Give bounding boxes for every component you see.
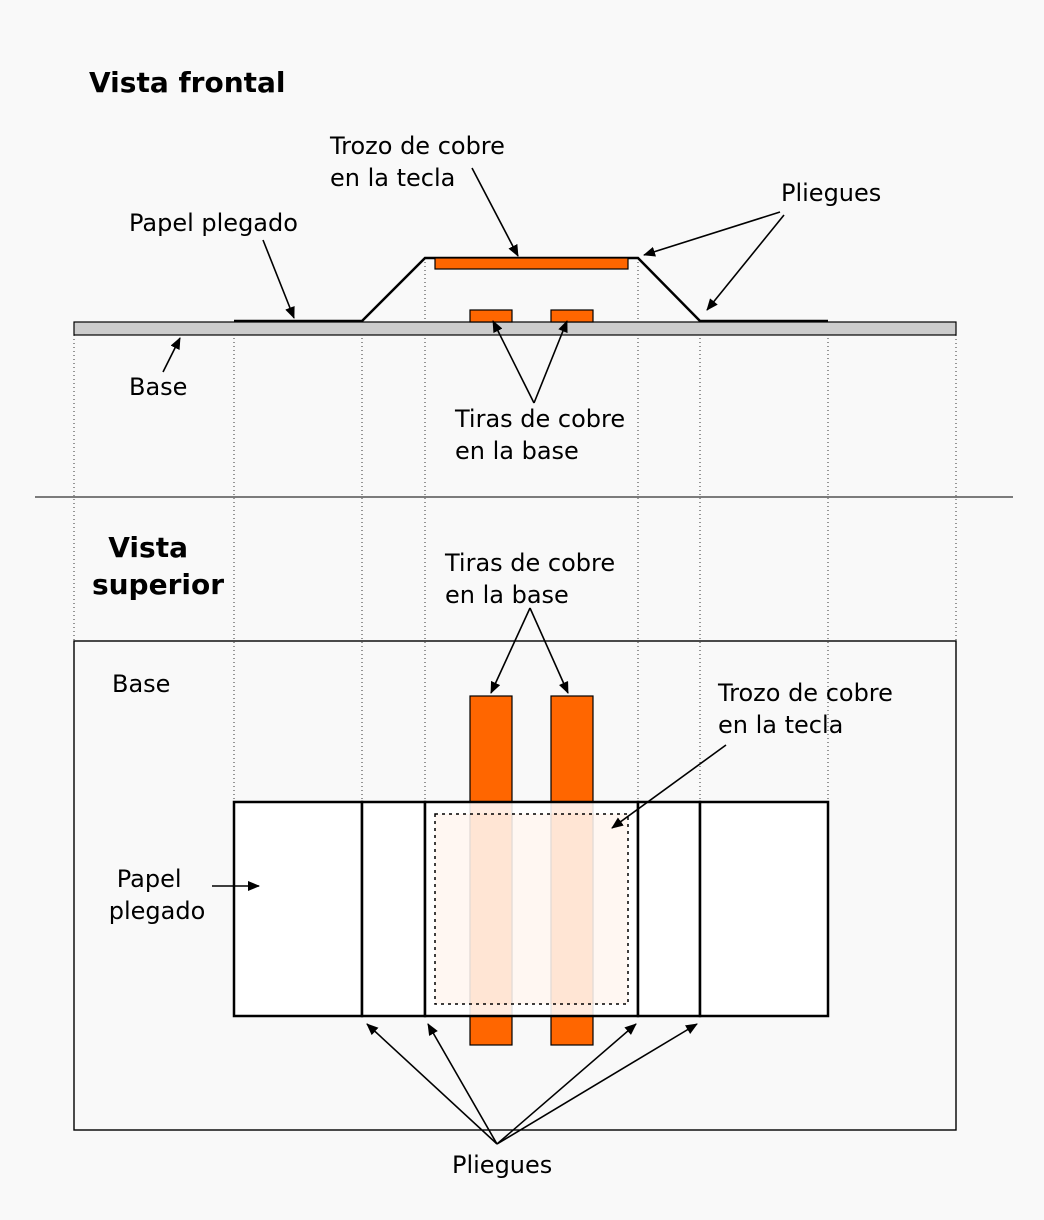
top-strips-arrow-right <box>529 607 569 694</box>
top-folded-paper <box>232 800 830 1018</box>
paper-panel-slope-right <box>636 800 702 1018</box>
top-strips-label: Tiras de cobre en la base <box>444 549 623 609</box>
front-copper-key-label: Trozo de cobre en la tecla <box>329 132 513 192</box>
top-paper-label: Papel plegado <box>109 865 206 925</box>
top-strips-arrow-left <box>490 607 531 694</box>
front-copper-key-label-line2: en la tecla <box>330 164 455 192</box>
top-copper-key-label: Trozo de cobre en la tecla <box>717 679 901 739</box>
front-copper-strip-left <box>469 309 513 323</box>
front-base <box>73 321 957 336</box>
front-view-title: Vista frontal <box>89 66 286 99</box>
front-copper-key-piece <box>434 257 629 270</box>
front-copper-key-label-line1: Trozo de cobre <box>329 132 505 160</box>
top-folds-label: Pliegues <box>452 1151 552 1179</box>
top-copper-key-piece-hidden <box>434 813 629 1005</box>
paper-panel-outer-left <box>232 800 364 1018</box>
front-base-label: Base <box>129 373 187 401</box>
top-strips-label-line2: en la base <box>445 581 569 609</box>
top-view-title: Vista superior <box>92 531 224 601</box>
front-strips-arrow-left <box>492 320 535 404</box>
front-strips-label: Tiras de cobre en la base <box>454 405 633 465</box>
top-copper-key-label-line1: Trozo de cobre <box>717 679 893 707</box>
top-paper-label-line1: Papel <box>117 865 182 893</box>
front-strips-label-line2: en la base <box>455 437 579 465</box>
front-folds-arrow-bottom <box>706 214 785 311</box>
front-base-arrow <box>162 337 181 373</box>
paper-panel-slope-left <box>360 800 427 1018</box>
top-view-title-line2: superior <box>92 568 224 601</box>
top-folds-arrow-3 <box>496 1023 637 1145</box>
top-folds-arrow-1 <box>366 1023 498 1145</box>
paper-panel-outer-right <box>698 800 830 1018</box>
front-strips-label-line1: Tiras de cobre <box>454 405 625 433</box>
top-copper-key-arrow <box>611 744 727 829</box>
paper-panel-center <box>423 800 640 1018</box>
top-strips-label-line1: Tiras de cobre <box>444 549 615 577</box>
front-copper-strip-right <box>550 309 594 323</box>
front-strips-arrow-right <box>533 320 568 404</box>
top-copper-key-label-line2: en la tecla <box>718 711 843 739</box>
top-folds-arrow-4 <box>496 1023 698 1145</box>
top-folds-arrow-2 <box>427 1023 498 1145</box>
front-copper-key-arrow <box>471 167 519 257</box>
top-paper-label-line2: plegado <box>109 897 206 925</box>
front-paper-label: Papel plegado <box>129 209 298 237</box>
front-folds-arrow-top <box>643 211 781 257</box>
guide-lines <box>73 258 957 802</box>
top-base-label: Base <box>112 670 170 698</box>
top-view-title-line1: Vista <box>108 531 188 564</box>
front-paper-arrow <box>262 239 295 319</box>
front-folds-label: Pliegues <box>781 179 881 207</box>
